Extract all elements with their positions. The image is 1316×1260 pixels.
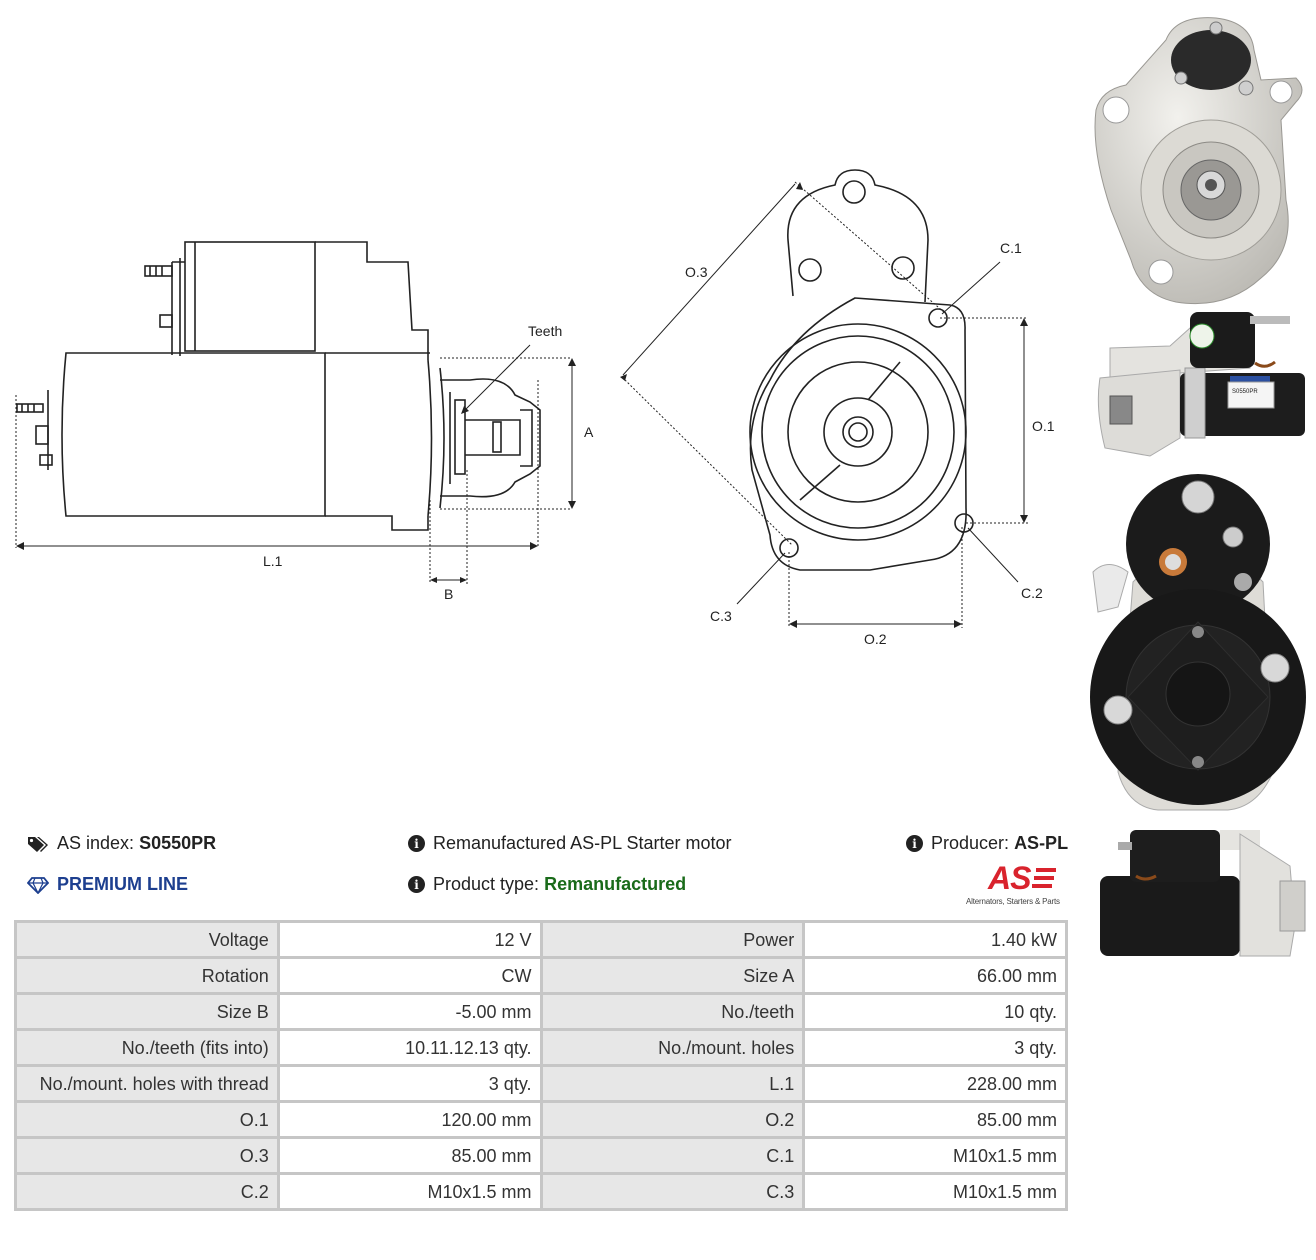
spec-value: M10x1.5 mm xyxy=(805,1139,1065,1172)
premium-line: PREMIUM LINE xyxy=(27,874,188,895)
label-l1: L.1 xyxy=(263,553,283,569)
label-o1: O.1 xyxy=(1032,418,1055,434)
spec-value: 12 V xyxy=(279,923,540,956)
side-view-drawing: Teeth A L.1 B xyxy=(15,241,594,602)
description-text: Remanufactured AS-PL Starter motor xyxy=(433,833,732,853)
product-photo-side[interactable]: S0550PR xyxy=(1090,308,1310,460)
spec-value: 1.40 kW xyxy=(805,923,1065,956)
spec-label: L.1 xyxy=(542,1067,803,1100)
spec-label: Size B xyxy=(17,995,277,1028)
spec-value: 85.00 mm xyxy=(805,1103,1065,1136)
spec-label: O.1 xyxy=(17,1103,277,1136)
label-b: B xyxy=(444,586,453,602)
spec-label: C.3 xyxy=(542,1175,803,1208)
spec-value: 120.00 mm xyxy=(279,1103,540,1136)
spec-value: 10.11.12.13 qty. xyxy=(279,1031,540,1064)
spec-row: No./teeth (fits into)10.11.12.13 qty.No.… xyxy=(17,1031,1065,1064)
spec-label: Voltage xyxy=(17,923,277,956)
spec-label: C.2 xyxy=(17,1175,277,1208)
spec-value: -5.00 mm xyxy=(279,995,540,1028)
as-index: AS index: S0550PR xyxy=(27,833,216,854)
spec-label: O.3 xyxy=(17,1139,277,1172)
spec-value: 85.00 mm xyxy=(279,1139,540,1172)
spec-label: Size A xyxy=(542,959,803,992)
spec-value: 3 qty. xyxy=(805,1031,1065,1064)
label-o2: O.2 xyxy=(864,631,887,647)
label-o3: O.3 xyxy=(685,264,708,280)
spec-label: Power xyxy=(542,923,803,956)
spec-label: C.1 xyxy=(542,1139,803,1172)
diamond-icon xyxy=(27,876,49,894)
info-icon: i xyxy=(408,876,425,893)
product-type-label: Product type: xyxy=(433,874,540,894)
as-index-value: S0550PR xyxy=(139,833,217,853)
as-index-label: AS index: xyxy=(57,833,135,853)
product-type: i Product type: Remanufactured xyxy=(408,874,686,895)
spec-value: M10x1.5 mm xyxy=(805,1175,1065,1208)
front-view-drawing: O.3 C.1 O.1 C.2 C.3 O.2 xyxy=(620,169,1055,647)
as-logo: AS Alternators, Starters & Parts xyxy=(966,860,1070,908)
spec-label: No./teeth (fits into) xyxy=(17,1031,277,1064)
info-icon: i xyxy=(906,835,923,852)
product-photo-rear[interactable] xyxy=(1088,472,1308,817)
info-icon: i xyxy=(408,835,425,852)
product-photo-front[interactable] xyxy=(1086,10,1311,310)
logo-tagline: Alternators, Starters & Parts xyxy=(966,897,1060,906)
spec-value: 10 qty. xyxy=(805,995,1065,1028)
spec-label: O.2 xyxy=(542,1103,803,1136)
label-teeth: Teeth xyxy=(528,323,562,339)
label-c3: C.3 xyxy=(710,608,732,624)
logo-text: AS xyxy=(988,860,1031,896)
spec-value: CW xyxy=(279,959,540,992)
producer-label: Producer: xyxy=(931,833,1010,853)
tags-icon xyxy=(28,836,48,852)
spec-value: 228.00 mm xyxy=(805,1067,1065,1100)
spec-label: No./mount. holes with thread xyxy=(17,1067,277,1100)
spec-value: 66.00 mm xyxy=(805,959,1065,992)
photo-label-text: S0550PR xyxy=(1232,389,1258,395)
spec-value: M10x1.5 mm xyxy=(279,1175,540,1208)
spec-label: No./teeth xyxy=(542,995,803,1028)
producer: i Producer: AS-PL xyxy=(906,833,1068,854)
description: i Remanufactured AS-PL Starter motor xyxy=(408,833,731,854)
label-c2: C.2 xyxy=(1021,585,1043,601)
product-type-value: Remanufactured xyxy=(544,874,687,894)
spec-label: No./mount. holes xyxy=(542,1031,803,1064)
spec-label: Rotation xyxy=(17,959,277,992)
label-a: A xyxy=(584,424,594,440)
label-c1: C.1 xyxy=(1000,240,1022,256)
producer-value: AS-PL xyxy=(1014,833,1069,853)
spec-value: 3 qty. xyxy=(279,1067,540,1100)
product-photo-side-2[interactable] xyxy=(1090,826,1310,960)
premium-line-text: PREMIUM LINE xyxy=(57,874,189,894)
